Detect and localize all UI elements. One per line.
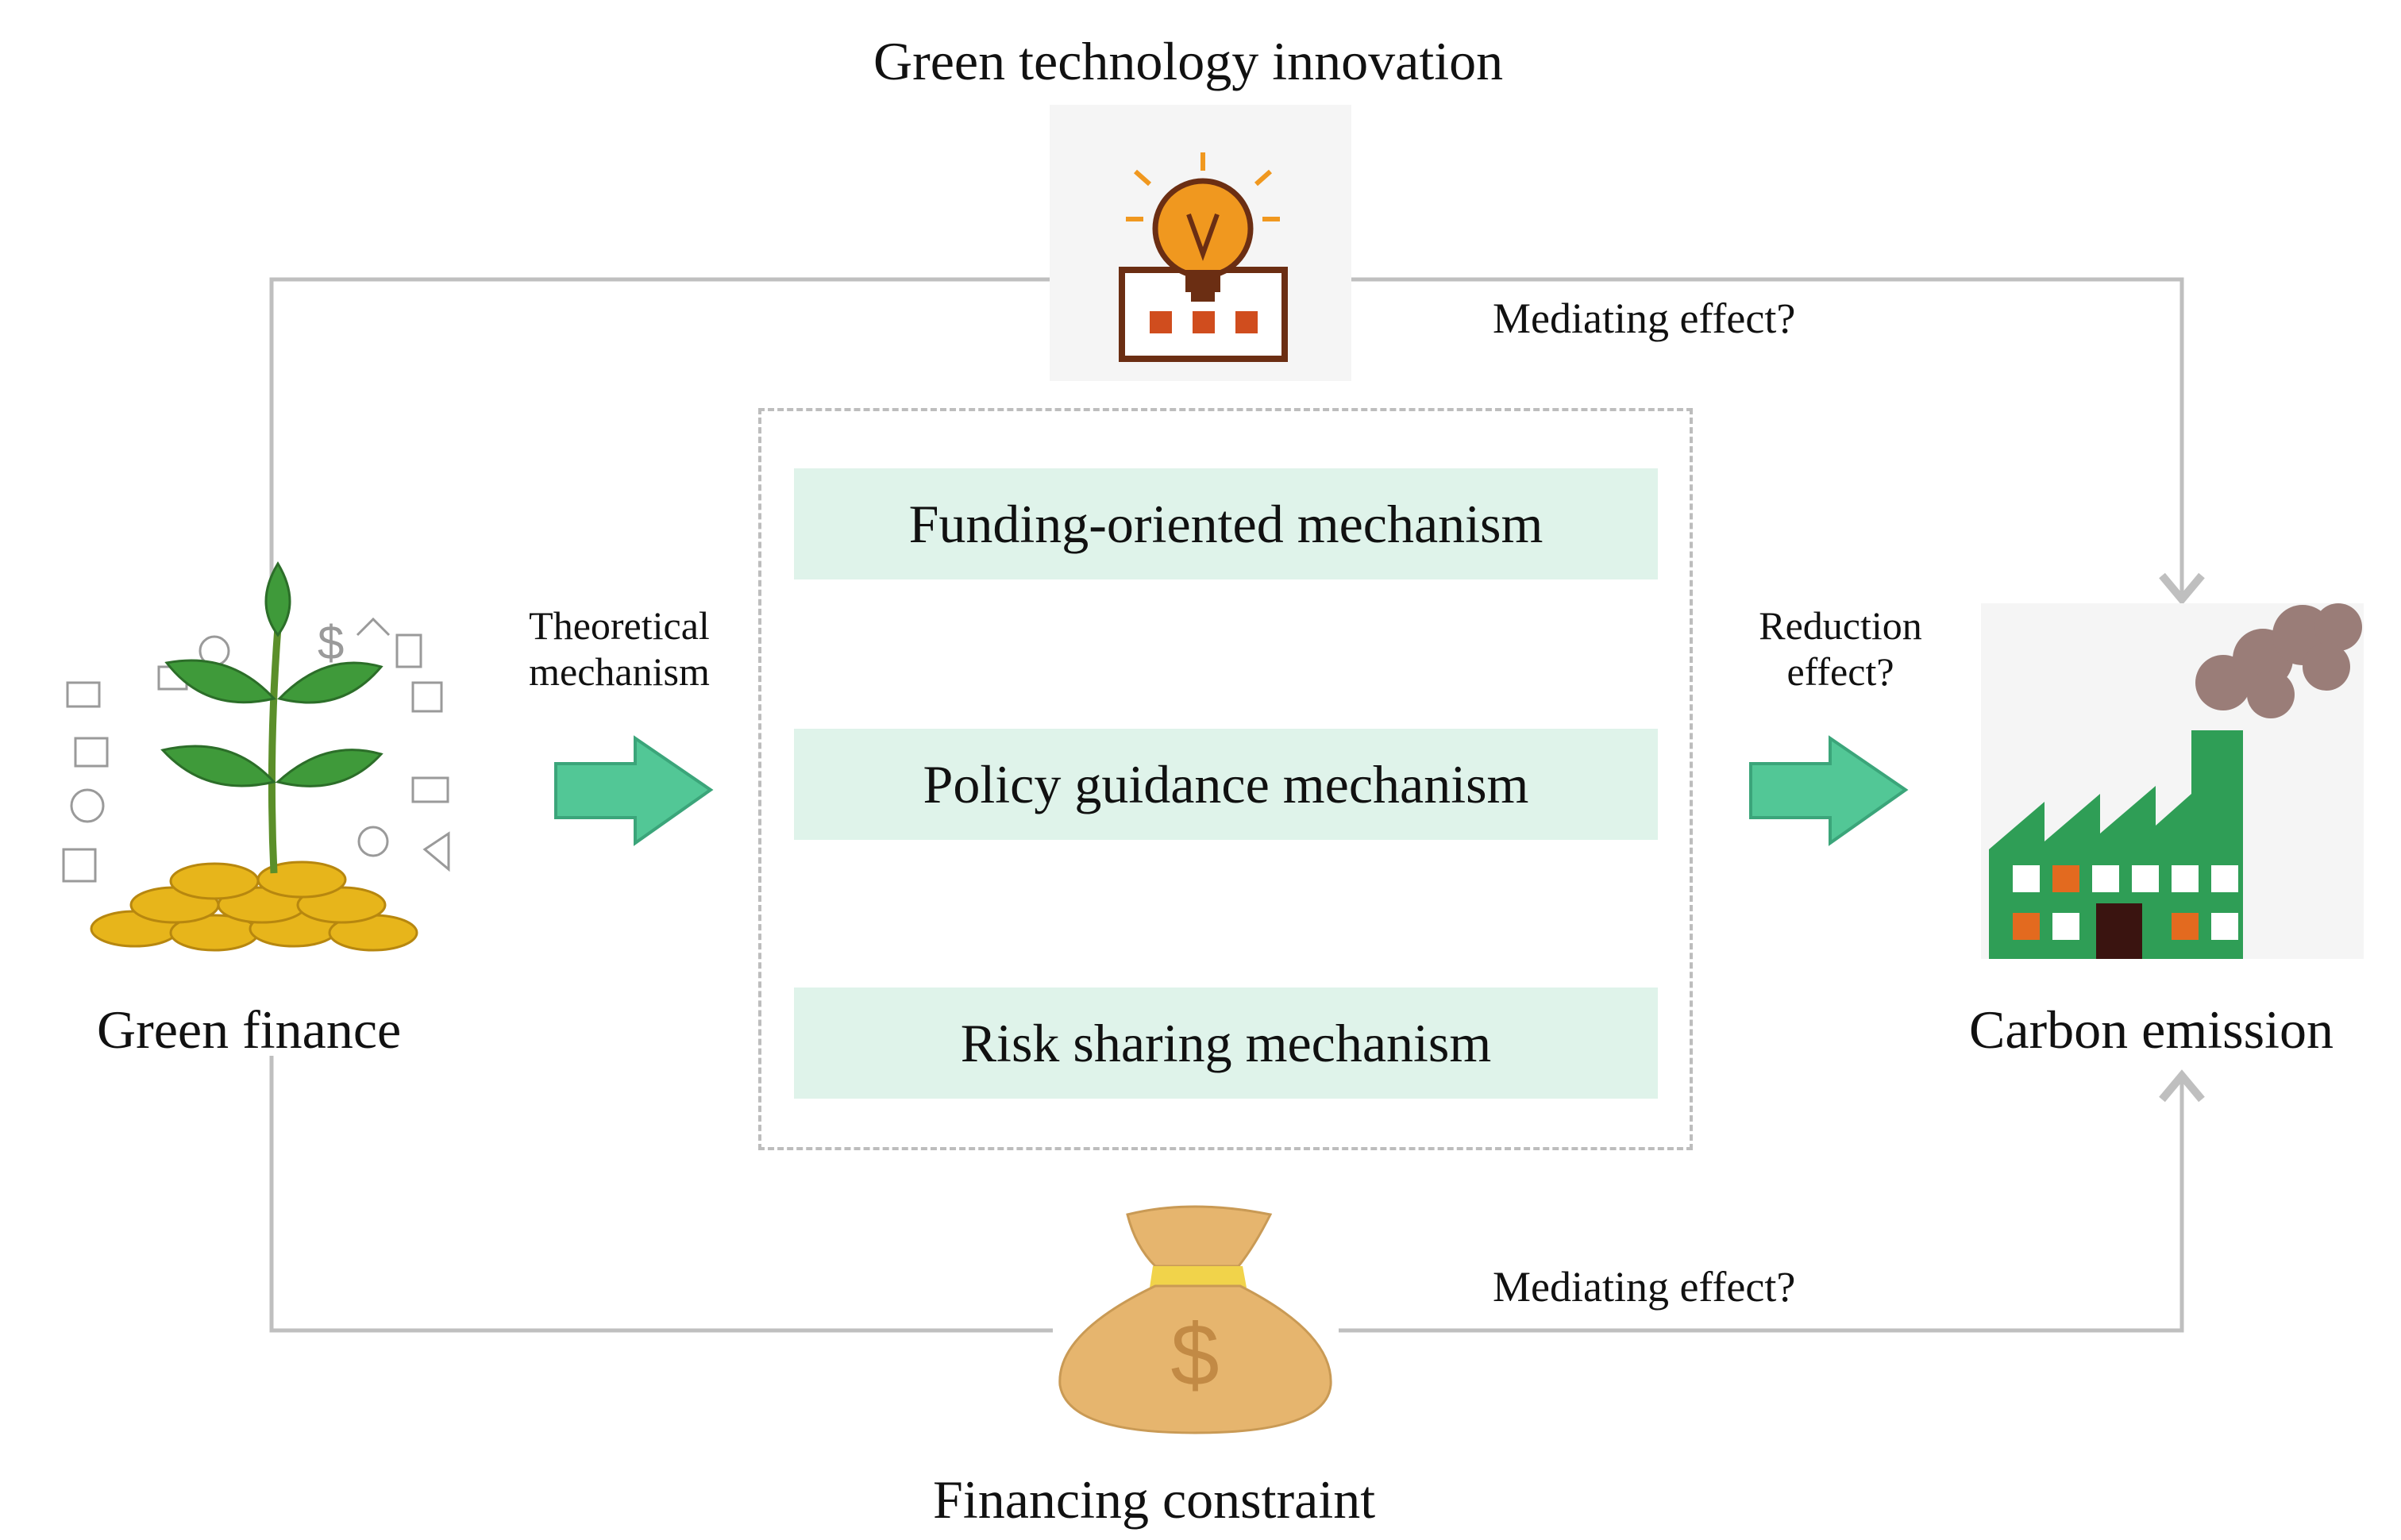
lightbulb-circuit-icon bbox=[1050, 105, 1351, 381]
label-reduction-line-1: Reduction bbox=[1759, 603, 1922, 648]
mechanism-funding: Funding-oriented mechanism bbox=[794, 468, 1658, 579]
mechanism-frame bbox=[758, 408, 1693, 1150]
label-theoretical-mechanism: Theoretical mechanism bbox=[508, 603, 730, 695]
label-reduction-line-2: effect? bbox=[1786, 649, 1894, 694]
label-mediating-top: Mediating effect? bbox=[1493, 295, 1796, 342]
mechanism-policy: Policy guidance mechanism bbox=[794, 729, 1658, 840]
label-carbon-emission: Carbon emission bbox=[1969, 999, 2334, 1060]
svg-text:$: $ bbox=[318, 616, 344, 669]
block-arrow-right-icon bbox=[554, 735, 714, 846]
svg-text:$: $ bbox=[1170, 1307, 1219, 1404]
title-green-technology-innovation: Green technology innovation bbox=[873, 31, 1504, 91]
label-theoretical-line-1: Theoretical bbox=[529, 603, 710, 648]
plant-coins-icon: $ bbox=[38, 561, 492, 958]
label-mediating-bottom: Mediating effect? bbox=[1493, 1263, 1796, 1311]
block-arrow-right-icon bbox=[1749, 735, 1909, 846]
label-green-finance: Green finance bbox=[97, 999, 402, 1060]
money-bag-icon: $ bbox=[1053, 1197, 1339, 1435]
label-reduction-effect: Reduction effect? bbox=[1729, 603, 1952, 695]
title-financing-constraint: Financing constraint bbox=[933, 1469, 1376, 1530]
factory-smoke-icon bbox=[1981, 603, 2364, 959]
mechanism-risk: Risk sharing mechanism bbox=[794, 988, 1658, 1099]
label-theoretical-line-2: mechanism bbox=[529, 649, 710, 694]
